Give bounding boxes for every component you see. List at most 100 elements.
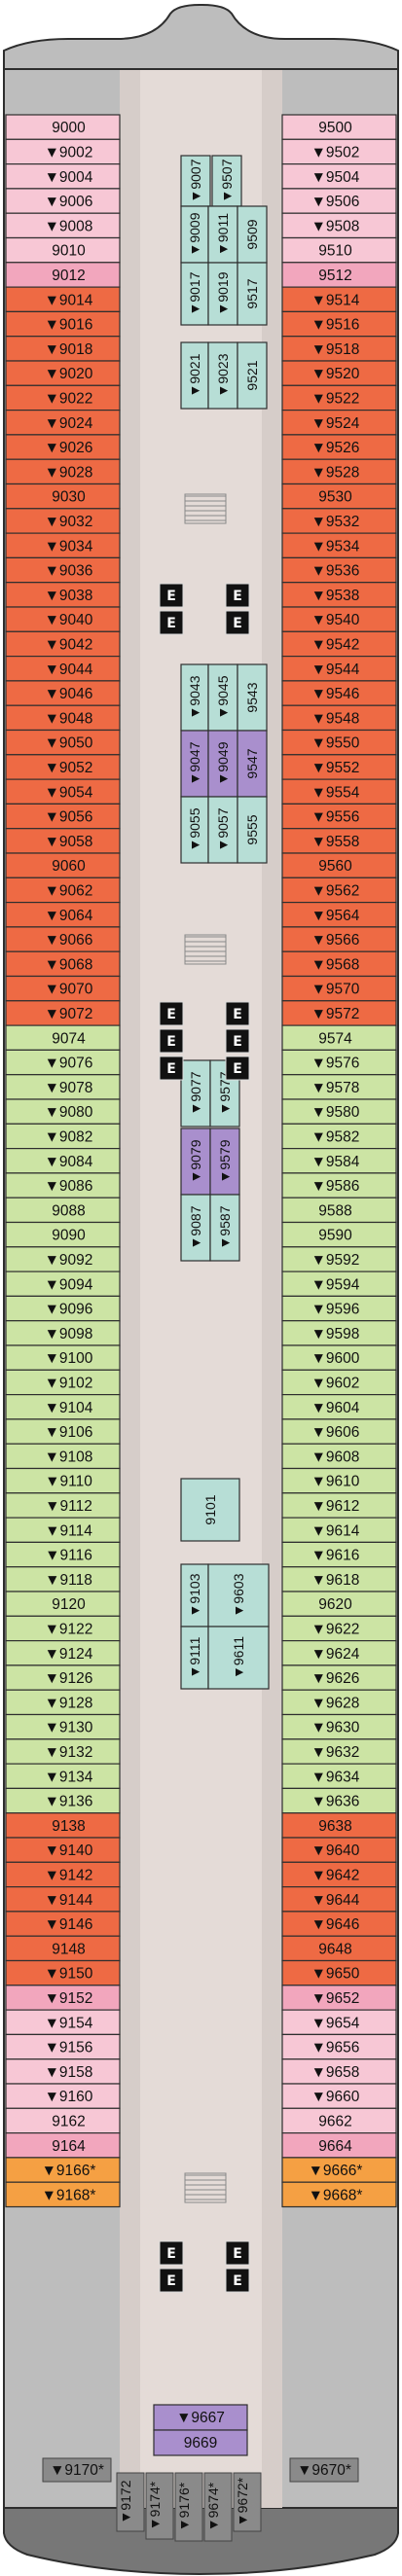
elevator-icon[interactable]: E [159, 1028, 184, 1054]
cabin-9506[interactable]: ▼9506 [281, 188, 397, 214]
cabin-9130[interactable]: ▼9130 [5, 1713, 121, 1740]
cabin-9021[interactable]: ▼9021 [180, 341, 209, 410]
cabin-9658[interactable]: ▼9658 [281, 2058, 397, 2085]
cabin-cell[interactable] [281, 926, 397, 952]
cabin-9610[interactable]: ▼9610 [281, 1467, 397, 1494]
cabin-cell[interactable] [5, 2132, 121, 2159]
cabin-9544[interactable]: ▼9544 [281, 655, 397, 682]
cabin-cell[interactable] [237, 730, 268, 798]
cabin-9086[interactable]: ▼9086 [5, 1172, 121, 1199]
elevator-icon[interactable]: E [225, 2268, 250, 2293]
cabin-cell[interactable] [281, 1123, 397, 1150]
elevator-icon[interactable]: E [159, 610, 184, 635]
elevator-icon[interactable]: E [225, 1028, 250, 1054]
cabin-cell[interactable] [5, 1713, 121, 1740]
cabin-9521[interactable]: 9521 [237, 341, 268, 410]
cabin-9082[interactable]: ▼9082 [5, 1123, 121, 1150]
cabin-9543[interactable]: 9543 [237, 663, 268, 732]
cabin-9620[interactable]: 9620 [281, 1591, 397, 1617]
cabin-cell[interactable] [281, 1024, 397, 1051]
cabin-cell[interactable] [281, 360, 397, 386]
cabin-cell[interactable] [281, 410, 397, 436]
cabin-cell[interactable] [281, 754, 397, 780]
cabin-9158[interactable]: ▼9158 [5, 2058, 121, 2085]
cabin-9646[interactable]: ▼9646 [281, 1911, 397, 1937]
cabin-cell[interactable] [5, 556, 121, 584]
cabin-cell[interactable] [281, 336, 397, 362]
cabin-9017[interactable]: ▼9017 [180, 262, 209, 326]
cabin-cell[interactable] [180, 1059, 211, 1127]
cabin-9077[interactable]: ▼9077 [180, 1059, 211, 1127]
cabin-cell[interactable] [281, 1197, 397, 1224]
cabin-cell[interactable] [281, 803, 397, 830]
cabin-9050[interactable]: ▼9050 [5, 729, 121, 756]
cabin-9100[interactable]: ▼9100 [5, 1344, 121, 1371]
cabin-cell[interactable] [5, 1344, 121, 1371]
cabin-cell[interactable] [5, 1123, 121, 1150]
cabin-9049[interactable]: ▼9049 [207, 730, 238, 798]
cabin-9138[interactable]: 9138 [5, 1812, 121, 1839]
elevator-icon[interactable]: E [159, 583, 184, 608]
cabin-cell[interactable] [5, 1049, 121, 1076]
cabin-cell[interactable] [153, 2404, 248, 2431]
cabin-9579[interactable]: ▼9579 [209, 1127, 240, 1196]
cabin-9010[interactable]: 9010 [5, 236, 121, 264]
cabin-9564[interactable]: ▼9564 [281, 901, 397, 928]
cabin-9146[interactable]: ▼9146 [5, 1911, 121, 1937]
cabin-9154[interactable]: ▼9154 [5, 2009, 121, 2036]
cabin-9172[interactable]: ▼9172 [116, 2472, 145, 2532]
cabin-cell[interactable] [207, 1563, 270, 1628]
cabin-cell[interactable] [5, 434, 121, 460]
cabin-9634[interactable]: ▼9634 [281, 1763, 397, 1789]
cabin-cell[interactable] [5, 1000, 121, 1026]
cabin-9598[interactable]: ▼9598 [281, 1320, 397, 1346]
cabin-9080[interactable]: ▼9080 [5, 1098, 121, 1125]
cabin-9128[interactable]: ▼9128 [5, 1689, 121, 1716]
cabin-cell[interactable] [281, 1320, 397, 1346]
cabin-9603[interactable]: ▼9603 [207, 1563, 270, 1628]
cabin-9032[interactable]: ▼9032 [5, 508, 121, 534]
cabin-cell[interactable] [281, 1492, 397, 1519]
elevator-icon[interactable]: E [159, 2268, 184, 2293]
cabin-cell[interactable] [5, 901, 121, 928]
cabin-9578[interactable]: ▼9578 [281, 1074, 397, 1100]
cabin-cell[interactable] [5, 754, 121, 780]
cabin-cell[interactable] [281, 1098, 397, 1125]
cabin-9624[interactable]: ▼9624 [281, 1639, 397, 1666]
cabin-9528[interactable]: ▼9528 [281, 458, 397, 485]
cabin-9534[interactable]: ▼9534 [281, 532, 397, 558]
cabin-cell[interactable] [5, 1221, 121, 1248]
cabin-cell[interactable] [5, 1911, 121, 1937]
cabin-cell[interactable] [281, 950, 397, 978]
cabin-9110[interactable]: ▼9110 [5, 1467, 121, 1494]
cabin-9547[interactable]: 9547 [237, 730, 268, 798]
cabin-cell[interactable] [5, 1738, 121, 1765]
cabin-9070[interactable]: ▼9070 [5, 975, 121, 1002]
cabin-9044[interactable]: ▼9044 [5, 655, 121, 682]
cabin-cell[interactable] [174, 2472, 203, 2542]
cabin-9500[interactable]: 9500 [281, 114, 397, 140]
cabin-9636[interactable]: ▼9636 [281, 1787, 397, 1814]
cabin-cell[interactable] [281, 1591, 397, 1617]
cabin-cell[interactable] [5, 2033, 121, 2060]
cabin-9662[interactable]: 9662 [281, 2107, 397, 2134]
cabin-cell[interactable] [281, 458, 397, 485]
cabin-cell[interactable] [180, 341, 209, 410]
cabin-9630[interactable]: ▼9630 [281, 1713, 397, 1740]
cabin-9526[interactable]: ▼9526 [281, 434, 397, 460]
cabin-9504[interactable]: ▼9504 [281, 163, 397, 190]
cabin-9644[interactable]: ▼9644 [281, 1885, 397, 1913]
cabin-cell[interactable] [5, 1393, 121, 1420]
cabin-cell[interactable] [153, 2429, 248, 2456]
cabin-9514[interactable]: ▼9514 [281, 286, 397, 313]
cabin-9156[interactable]: ▼9156 [5, 2033, 121, 2060]
cabin-9124[interactable]: ▼9124 [5, 1639, 121, 1666]
cabin-cell[interactable] [281, 2107, 397, 2134]
cabin-9652[interactable]: ▼9652 [281, 1985, 397, 2011]
cabin-9606[interactable]: ▼9606 [281, 1418, 397, 1445]
cabin-cell[interactable] [281, 1713, 397, 1740]
elevator-icon[interactable]: E [225, 2240, 250, 2266]
cabin-cell[interactable] [42, 2457, 112, 2483]
cabin-9030[interactable]: 9030 [5, 483, 121, 510]
cabin-9516[interactable]: ▼9516 [281, 310, 397, 338]
